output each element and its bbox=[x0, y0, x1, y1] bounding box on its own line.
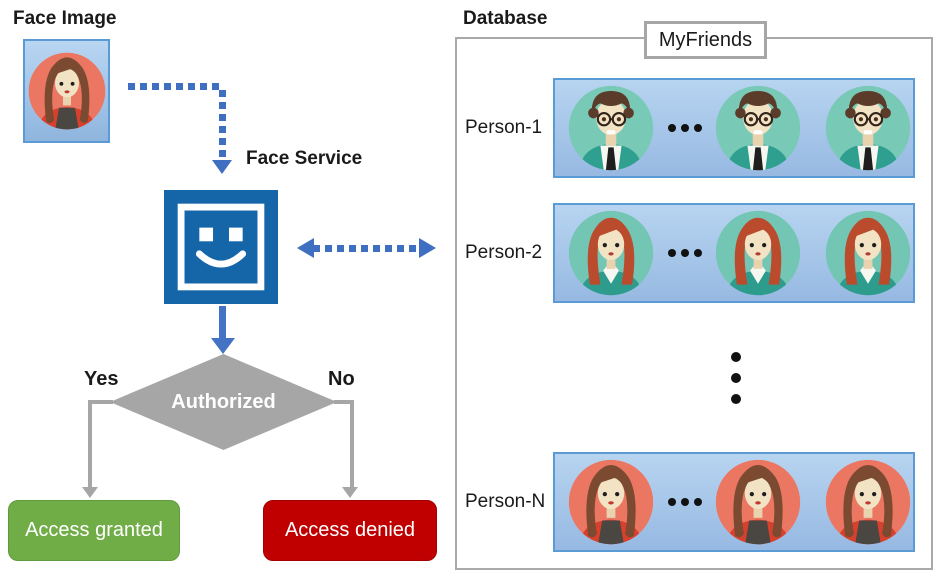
woman-brownhair-avatar bbox=[567, 458, 655, 546]
person-label: Person-2 bbox=[465, 242, 543, 263]
database-person-row: Person-1 bbox=[0, 78, 944, 178]
decision-diamond bbox=[110, 354, 337, 450]
arrowhead-left-icon bbox=[297, 238, 314, 258]
access-granted-box: Access granted bbox=[8, 500, 180, 561]
man-glasses-avatar bbox=[714, 84, 802, 172]
row-ellipsis bbox=[668, 498, 702, 506]
person-label: Person-1 bbox=[465, 117, 543, 138]
woman-brownhair-avatar bbox=[714, 458, 802, 546]
dotted-connector-horizontal bbox=[128, 83, 224, 90]
woman-redhair-avatar bbox=[714, 209, 802, 297]
person-face-strip bbox=[553, 78, 915, 178]
yes-connector bbox=[88, 400, 113, 488]
arrowhead-down-icon bbox=[342, 487, 358, 498]
man-glasses-avatar bbox=[567, 84, 655, 172]
man-glasses-avatar bbox=[824, 84, 912, 172]
person-label: Person-N bbox=[465, 491, 546, 512]
collection-name-box: MyFriends bbox=[644, 21, 767, 59]
database-title: Database bbox=[463, 8, 548, 29]
no-connector bbox=[334, 400, 354, 488]
decision-label: Authorized bbox=[171, 390, 276, 413]
yes-branch-label: Yes bbox=[84, 368, 119, 390]
no-branch-label: No bbox=[328, 368, 355, 390]
row-ellipsis bbox=[668, 249, 702, 257]
database-person-row: Person-N bbox=[0, 452, 944, 552]
dotted-connector-vertical bbox=[219, 90, 226, 160]
input-face-image bbox=[23, 39, 110, 143]
woman-redhair-avatar bbox=[567, 209, 655, 297]
woman-brownhair-avatar bbox=[824, 458, 912, 546]
face-image-title: Face Image bbox=[13, 8, 117, 29]
row-ellipsis bbox=[668, 124, 702, 132]
database-person-row: Person-2 bbox=[0, 203, 944, 303]
face-service-icon bbox=[163, 190, 279, 304]
face-service-title: Face Service bbox=[246, 148, 363, 169]
woman-redhair-avatar bbox=[824, 209, 912, 297]
dotted-connector-bidirectional bbox=[313, 245, 419, 252]
solid-arrow-shaft bbox=[219, 306, 226, 339]
person-face-strip bbox=[553, 203, 915, 303]
person-face-strip bbox=[553, 452, 915, 552]
arrowhead-right-icon bbox=[419, 238, 436, 258]
arrowhead-down-icon bbox=[211, 338, 235, 354]
arrowhead-down-icon bbox=[82, 487, 98, 498]
access-denied-box: Access denied bbox=[263, 500, 437, 561]
arrowhead-down-icon bbox=[212, 160, 232, 174]
